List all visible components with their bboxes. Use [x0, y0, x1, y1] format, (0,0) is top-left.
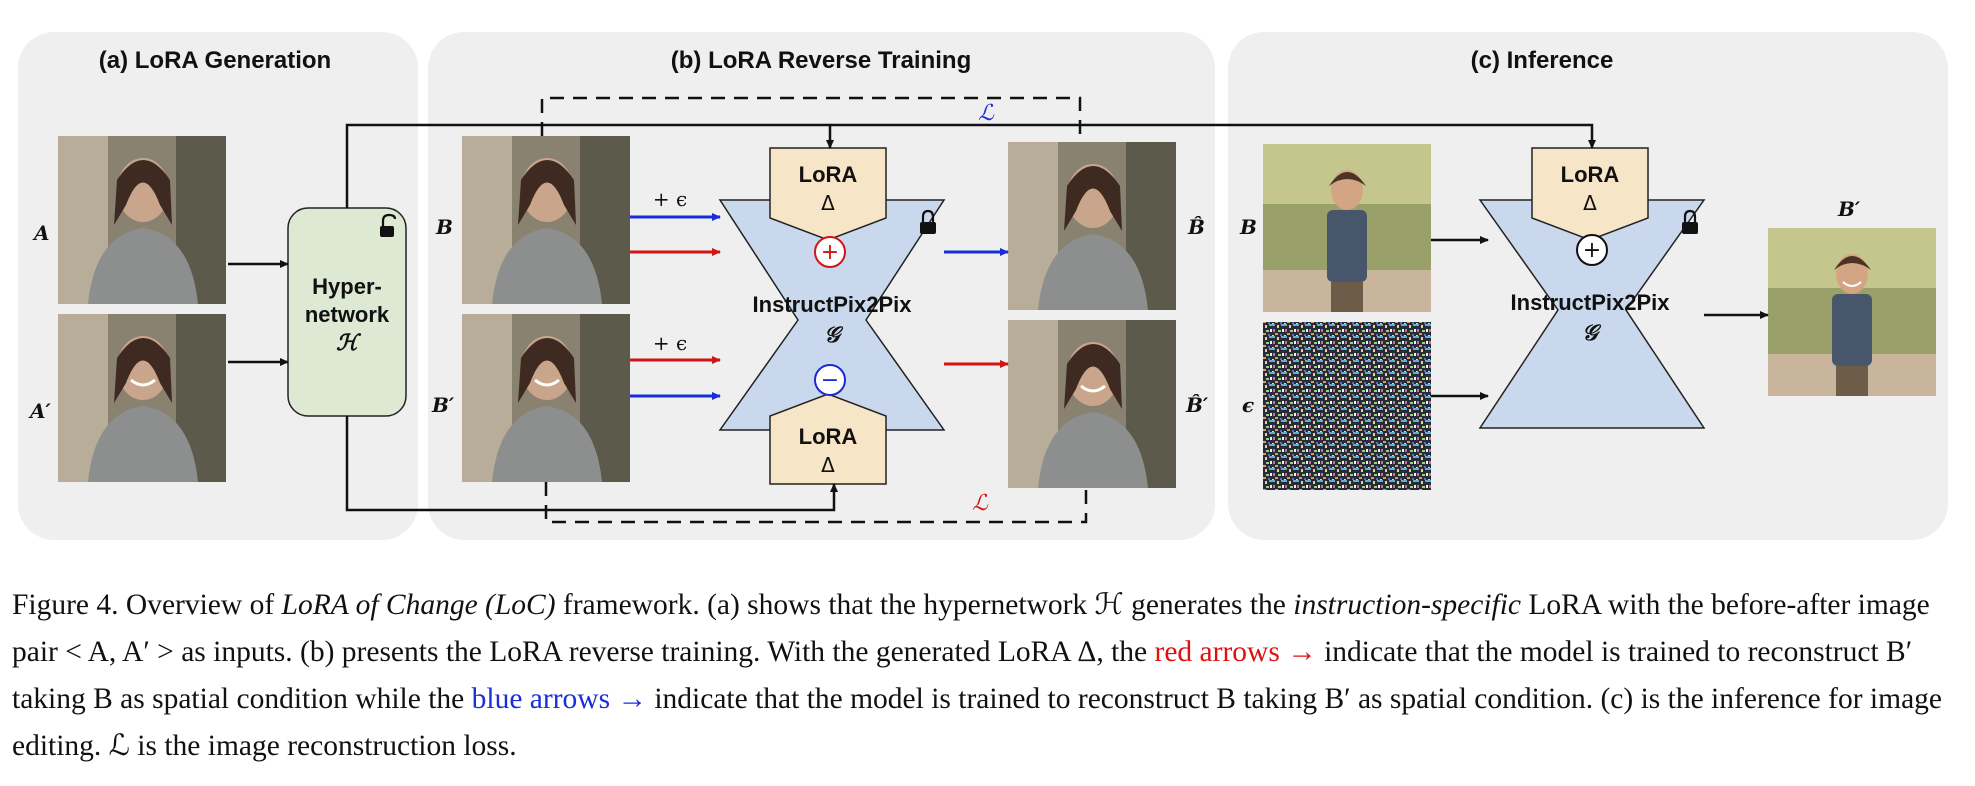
photo-image-b [462, 136, 630, 304]
label-a: A [32, 221, 50, 245]
plus-operator-b [814, 236, 846, 268]
plus-operator-c-sign: + [1583, 238, 1601, 263]
instructpix2pix-model-b [718, 199, 946, 431]
figure-caption: Figure 4. Overview of LoRA of Change (Lo… [12, 582, 1962, 770]
caption-part-6: indicate that the model is trained to re… [12, 636, 1913, 715]
panel-c-title: (c) Inference [1471, 47, 1614, 74]
minus-operator-b-sign: − [821, 368, 839, 393]
lora-title-c: LoRA [1561, 162, 1620, 187]
lora-title-top-b: LoRA [799, 162, 858, 187]
lora-delta-top-b: Δ [821, 191, 835, 215]
model-symbol-c: 𝒢 [1582, 320, 1602, 346]
panel-a-title: (a) LoRA Generation [99, 47, 331, 74]
lora-block-bottom-b [769, 393, 887, 485]
photo-inference-output-b-prime [1768, 228, 1936, 396]
hypernetwork-label-line2: network [305, 302, 390, 327]
label-b-prime: B′ [431, 393, 455, 417]
lock-icon-c [1682, 209, 1698, 234]
label-inference-output: B′ [1837, 197, 1861, 221]
loss-line-bottom [544, 482, 1088, 524]
caption-part-4: instruction-specific [1293, 589, 1522, 621]
plus-operator-b-sign: + [821, 240, 839, 265]
loss-label-bottom: ℒ [972, 491, 989, 516]
model-name-b: InstructPix2Pix [753, 292, 913, 317]
label-inference-b: B [1239, 215, 1257, 239]
lora-delta-c: Δ [1583, 191, 1597, 215]
caption-red-arrows: red arrows → [1154, 636, 1317, 668]
loss-line-top [540, 96, 1082, 142]
loc-framework-diagram: (a) LoRA Generation (b) LoRA Reverse Tra… [18, 32, 1948, 540]
arrow-hypernetwork-to-lora-bottom [345, 416, 838, 512]
panel-b-title: (b) LoRA Reverse Training [671, 47, 972, 74]
label-b: B [435, 215, 453, 239]
caption-blue-arrows: blue arrows → [471, 683, 647, 715]
loss-label-top: ℒ [978, 101, 995, 126]
instructpix2pix-model-c [1478, 199, 1706, 429]
caption-part-7: indicate that the model is trained to re… [12, 683, 1943, 762]
caption-part-2: LoRA of Change (LoC) [281, 589, 556, 621]
caption-part-5: LoRA with the before-after image pair < … [12, 589, 1930, 668]
arrow-hypernetwork-to-lora-top [345, 123, 834, 208]
unlock-icon [380, 213, 397, 237]
caption-part-1: Figure 4. Overview of [12, 589, 282, 621]
photo-image-a-prime [58, 314, 226, 482]
model-name-c: InstructPix2Pix [1511, 290, 1671, 315]
plus-operator-c [1576, 234, 1608, 266]
model-symbol-b: 𝒢 [824, 322, 844, 348]
label-a-prime: A′ [28, 399, 52, 423]
hypernetwork-label-line1: Hyper- [312, 274, 382, 299]
photo-image-b-prime [462, 314, 630, 482]
caption-part-3: framework. (a) shows that the hypernetwo… [555, 589, 1294, 621]
lora-block-top-b [769, 147, 887, 241]
hypernetwork-symbol: ℋ [336, 330, 362, 356]
plus-epsilon-label-bottom: + ϵ [653, 331, 687, 355]
lock-icon-b [920, 209, 936, 234]
photo-inference-b [1263, 144, 1431, 312]
lora-title-bottom-b: LoRA [799, 424, 858, 449]
label-b-hat: B̂ [1187, 215, 1205, 239]
label-b-prime-hat: B̂′ [1185, 393, 1209, 417]
lora-delta-bottom-b: Δ [821, 453, 835, 477]
photo-output-b-hat [1008, 142, 1176, 310]
plus-epsilon-label-top: + ϵ [653, 187, 687, 211]
photo-output-b-prime-hat [1008, 320, 1176, 488]
label-inference-epsilon: ϵ [1242, 393, 1254, 417]
noise-image-epsilon [1263, 322, 1431, 490]
minus-operator-b [814, 364, 846, 396]
lora-block-c [1531, 147, 1649, 241]
arrow-hypernetwork-to-lora-c [830, 123, 1596, 149]
photo-image-a [58, 136, 226, 304]
